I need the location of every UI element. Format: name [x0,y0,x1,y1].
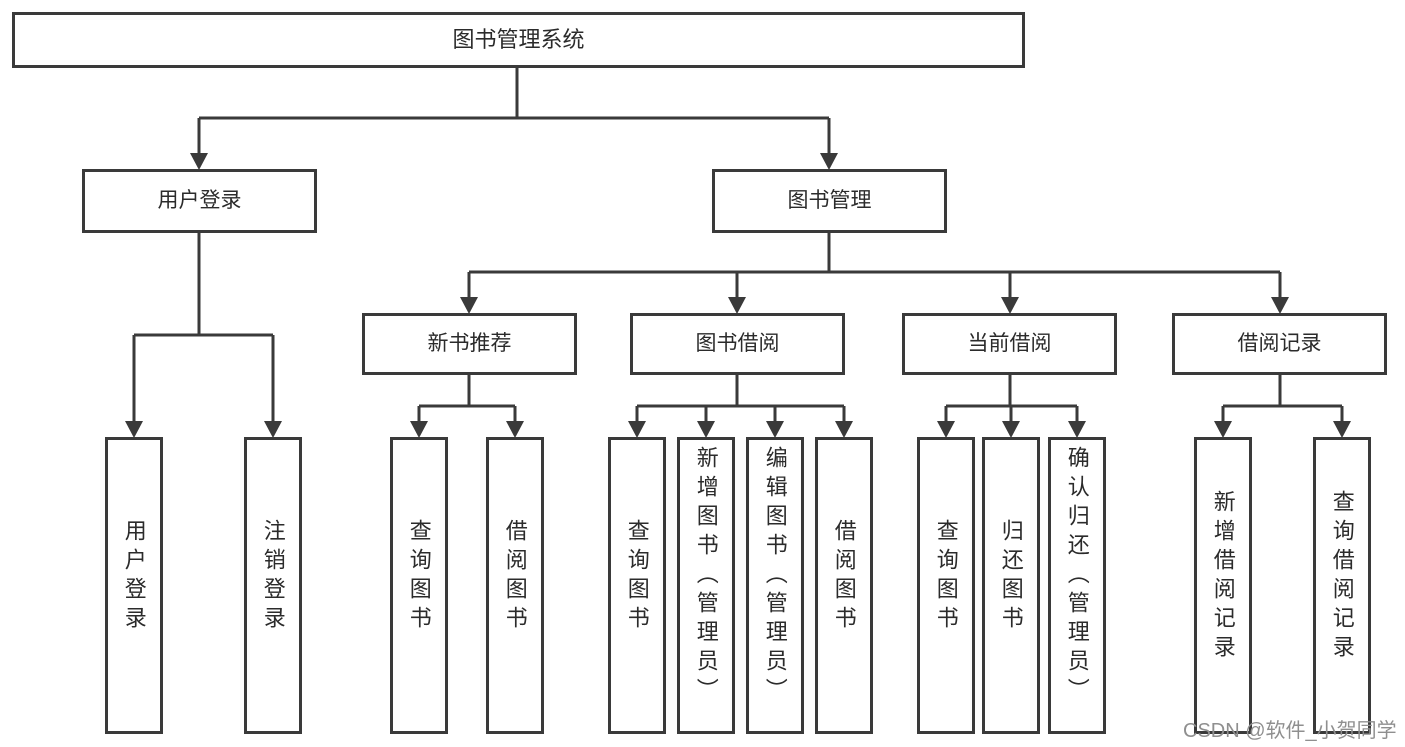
node-book-management-branch: 图书管理 [712,169,947,233]
node-borrowing-records: 借阅记录 [1172,313,1387,375]
leaf-logout: 注销登录 [244,437,302,734]
leaf-borrow-books-recommend: 借阅图书 [486,437,544,734]
node-book-borrowing: 图书借阅 [630,313,845,375]
node-library-management-system: 图书管理系统 [12,12,1025,68]
watermark: CSDN @软件_小贺同学 [1183,720,1397,742]
node-user-login-branch: 用户登录 [82,169,317,233]
leaf-return-books: 归还图书 [982,437,1040,734]
node-current-borrowing: 当前借阅 [902,313,1117,375]
leaf-borrow-books-borrowing: 借阅图书 [815,437,873,734]
leaf-add-book-admin: 新增图书（管理员） [677,437,735,734]
leaf-user-login: 用户登录 [105,437,163,734]
leaf-query-books-current: 查询图书 [917,437,975,734]
leaf-edit-book-admin: 编辑图书（管理员） [746,437,804,734]
leaf-add-borrow-record: 新增借阅记录 [1194,437,1252,734]
leaf-query-books-borrowing: 查询图书 [608,437,666,734]
node-new-book-recommendation: 新书推荐 [362,313,577,375]
leaf-confirm-return-admin: 确认归还（管理员） [1048,437,1106,734]
leaf-query-books-recommend: 查询图书 [390,437,448,734]
leaf-query-borrow-record: 查询借阅记录 [1313,437,1371,734]
